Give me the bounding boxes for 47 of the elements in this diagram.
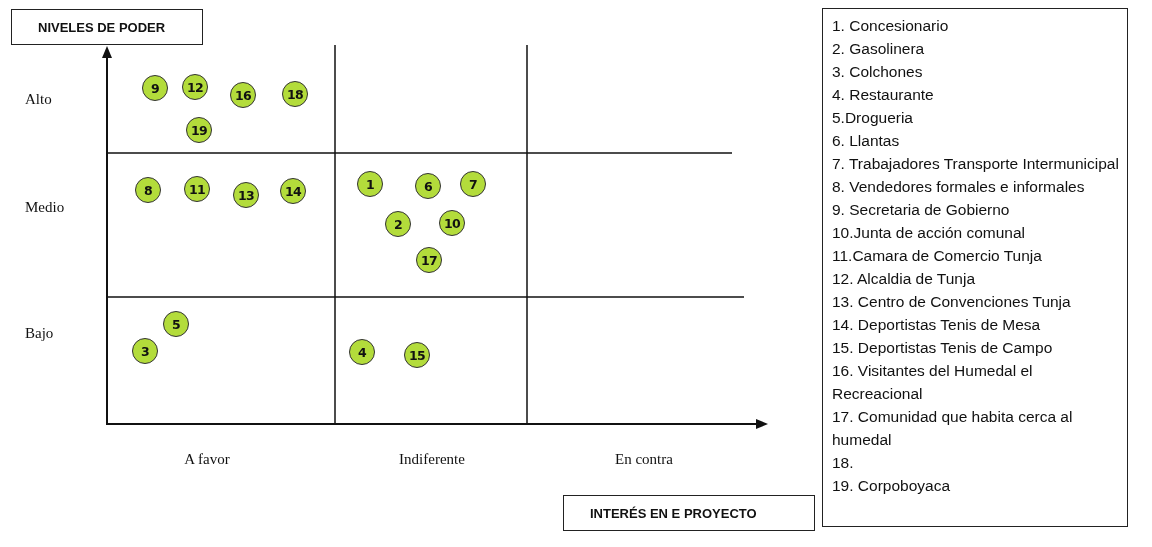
key-entry: 1. Concesionario <box>832 16 949 36</box>
key-entry: 8. Vendedores formales e informales <box>832 177 1085 197</box>
row-label: Alto <box>25 90 52 108</box>
numbered-circle: 4 <box>349 339 375 365</box>
key-entry: 4. Restaurante <box>832 85 934 105</box>
numbered-circle: 8 <box>135 177 161 203</box>
key-entry: 9. Secretaria de Gobierno <box>832 200 1010 220</box>
key-entry: 5.Drogueria <box>832 108 913 128</box>
key-entry: 13. Centro de Convenciones Tunja <box>832 292 1071 312</box>
key-entry: 2. Gasolinera <box>832 39 925 59</box>
key-entry: 14. Deportistas Tenis de Mesa <box>832 315 1041 335</box>
numbered-circle: 5 <box>163 311 189 337</box>
key-entry: 15. Deportistas Tenis de Campo <box>832 338 1053 358</box>
numbered-circle: 7 <box>460 171 486 197</box>
key-entry: 10.Junta de acción comunal <box>832 223 1026 243</box>
numbered-circle: 2 <box>385 211 411 237</box>
numbered-circle: 15 <box>404 342 430 368</box>
key-entry: 12. Alcaldia de Tunja <box>832 269 976 289</box>
numbered-circle: 1 <box>357 171 383 197</box>
axis-title-box: NIVELES DE PODER <box>11 9 203 45</box>
numbered-circle: 14 <box>280 178 306 204</box>
numbered-circle: 18 <box>282 81 308 107</box>
numbered-circle: 9 <box>142 75 168 101</box>
numbered-circle: 6 <box>415 173 441 199</box>
key-entry: 3. Colchones <box>832 62 923 82</box>
key-entry: 7. Trabajadores Transporte Intermunicipal <box>832 154 1119 174</box>
numbered-circle: 12 <box>182 74 208 100</box>
column-label: En contra <box>615 450 673 468</box>
column-label: A favor <box>184 450 230 468</box>
key-entry: 18. <box>832 453 854 473</box>
key-entry: 17. Comunidad que habita cerca al humedal <box>832 407 1074 450</box>
key-entry: 19. Corpoboyaca <box>832 476 951 496</box>
row-label: Medio <box>25 198 65 216</box>
axis-title-box: INTERÉS EN E PROYECTO <box>563 495 815 531</box>
key-entry: 16. Visitantes del Humedal el Recreacional <box>832 361 1034 404</box>
key-panel <box>822 8 1128 527</box>
numbered-circle: 17 <box>416 247 442 273</box>
row-label: Bajo <box>25 324 54 342</box>
numbered-circle: 13 <box>233 182 259 208</box>
column-label: Indiferente <box>399 450 465 468</box>
numbered-circle: 10 <box>439 210 465 236</box>
numbered-circle: 11 <box>184 176 210 202</box>
numbered-circle: 3 <box>132 338 158 364</box>
numbered-circle: 16 <box>230 82 256 108</box>
key-entry: 6. Llantas <box>832 131 900 151</box>
numbered-circle: 19 <box>186 117 212 143</box>
key-entry: 11.Camara de Comercio Tunja <box>832 246 1042 266</box>
